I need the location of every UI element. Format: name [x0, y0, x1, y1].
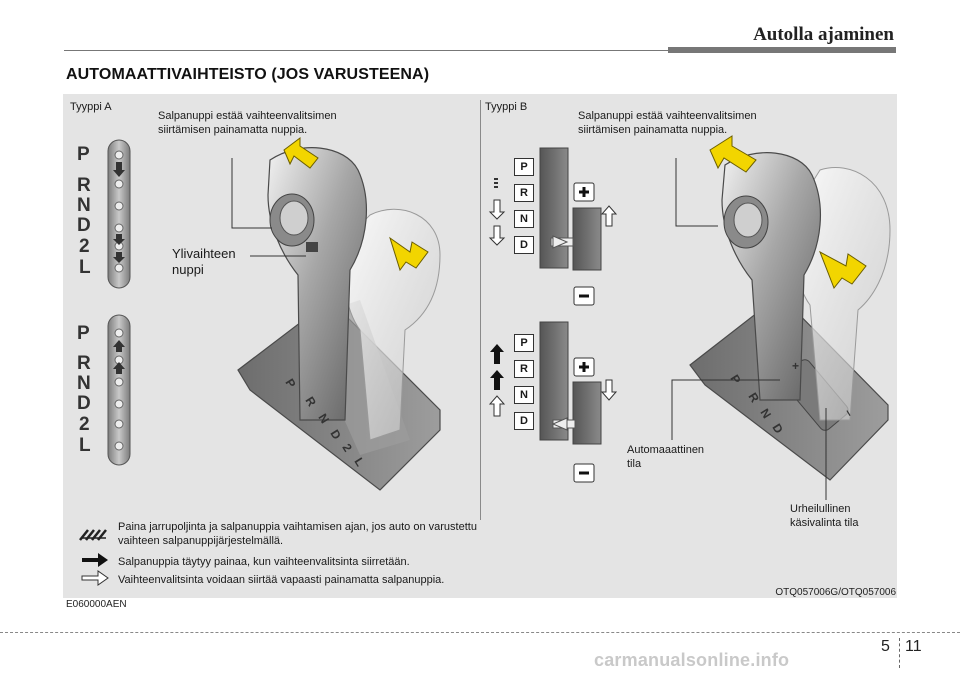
reference-code: OTQ057006G/OTQ057006	[775, 587, 896, 598]
type-b-gate-top-d: D	[514, 236, 534, 254]
type-b-gate-top	[488, 147, 618, 306]
legend-brake-line2: vaihteen salpanuppijärjestelmällä.	[118, 535, 284, 547]
type-a-indicator-bottom	[107, 314, 131, 466]
sport-mode-label-line2: käsivalinta tila	[790, 517, 859, 529]
type-b-gate-bottom-d: D	[514, 412, 534, 430]
type-b-gate-top-n: N	[514, 210, 534, 228]
type-a-gate-bottom-n: N	[77, 373, 91, 394]
type-a-gate-bottom-2: 2	[79, 414, 90, 435]
header-rule	[64, 50, 668, 51]
type-a-gate-bottom-d: D	[77, 393, 91, 414]
type-a-gate-top-r: R	[77, 175, 91, 196]
type-b-gate-bottom	[488, 321, 618, 483]
page-chapter: 5	[881, 638, 890, 655]
type-b-gate-bottom-n: N	[514, 386, 534, 404]
type-a-label: Tyyppi A	[70, 101, 112, 113]
type-b-gate-bottom-r: R	[514, 360, 534, 378]
type-a-gate-top-l: L	[79, 257, 91, 278]
auto-mode-label-line1: Automaaattinen	[627, 444, 705, 456]
type-a-gate-top-p: P	[77, 144, 90, 165]
chapter-title: Autolla ajaminen	[753, 24, 894, 45]
type-a-gate-top-d: D	[77, 215, 91, 236]
type-a-indicator-top	[107, 139, 131, 289]
type-a-gate-bottom-p: P	[77, 323, 90, 344]
type-b-gate-bottom-p: P	[514, 334, 534, 352]
type-a-gate-bottom-l: L	[79, 435, 91, 456]
overdrive-label-line2: nuppi	[172, 262, 204, 277]
panel-divider	[480, 100, 481, 520]
figure-code: E060000AEN	[66, 599, 127, 610]
type-a-gate-bottom-r: R	[77, 353, 91, 374]
svg-text:+: +	[792, 359, 799, 373]
header-rule-thick	[668, 47, 896, 53]
type-a-gate-top-2: 2	[79, 236, 90, 257]
type-a-lock-note-line2: siirtämisen painamatta nuppia.	[158, 124, 308, 136]
page-separator	[899, 638, 900, 668]
type-b-lock-note-line1: Salpanuppi estää vaihteenvalitsimen	[578, 110, 757, 122]
footer-rule	[0, 632, 960, 633]
watermark: carmanualsonline.info	[594, 650, 790, 670]
section-title: AUTOMAATTIVAIHTEISTO (JOS VARUSTEENA)	[66, 66, 430, 83]
legend-icons	[79, 529, 109, 586]
sport-mode-label-line1: Urheilullinen	[790, 503, 851, 515]
auto-mode-label-line2: tila	[627, 458, 642, 470]
overdrive-label-line1: Ylivaihteen	[172, 246, 236, 261]
type-a-gate-top-n: N	[77, 195, 91, 216]
type-b-lock-note-line2: siirtämisen painamatta nuppia.	[578, 124, 728, 136]
legend-press-lock: Salpanuppia täytyy painaa, kun vaihteenv…	[118, 556, 410, 568]
type-a-lock-note-line1: Salpanuppi estää vaihteenvalitsimen	[158, 110, 337, 122]
page-number: 11	[905, 638, 922, 655]
type-b-gate-top-r: R	[514, 184, 534, 202]
legend-free-move: Vaihteenvalitsinta voidaan siirtää vapaa…	[118, 574, 445, 586]
legend-brake-line1: Paina jarrupoljinta ja salpanuppia vaiht…	[118, 521, 477, 533]
type-b-label: Tyyppi B	[485, 101, 528, 113]
type-b-gate-top-p: P	[514, 158, 534, 176]
